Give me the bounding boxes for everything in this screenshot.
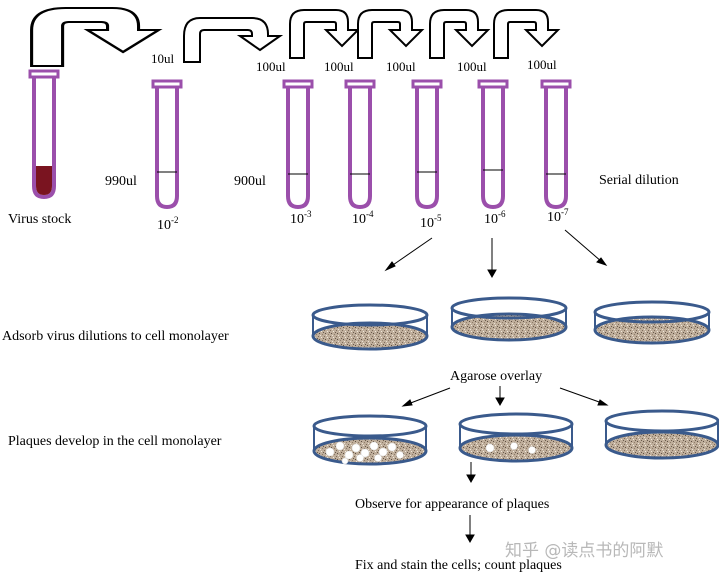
cell-dish-with-plaques — [458, 412, 574, 463]
cell-dish — [311, 303, 429, 351]
volume-label-10ul: 10ul — [151, 51, 175, 66]
cell-dish — [450, 296, 568, 342]
dilution-label: 10-2 — [157, 215, 179, 233]
fix-arrow — [465, 515, 475, 544]
cell-dish — [593, 300, 711, 345]
dilution-label: 10-7 — [547, 207, 569, 225]
dilution-label: 10-3 — [290, 209, 312, 227]
agarose-overlay-label: Agarose overlay — [450, 369, 542, 384]
plaques-develop-label: Plaques develop in the cell monolayer — [8, 434, 222, 449]
transfer-arrow-4-to-5 — [429, 9, 491, 59]
transfer-arrow-1-to-2 — [183, 17, 284, 63]
dilution-factor-labels: 10-2 10-3 10-4 10-5 10-6 10-7 — [157, 207, 569, 233]
dilution-tube-1 — [151, 79, 183, 210]
dilution-tubes — [151, 79, 572, 210]
dilution-tube-6 — [540, 79, 572, 210]
adsorption-dishes — [311, 296, 711, 351]
diluent-label-900ul: 900ul — [234, 174, 266, 189]
volume-label-100ul: 100ul — [527, 57, 557, 72]
transfer-arrow-2-to-3 — [289, 9, 361, 59]
observe-arrow — [466, 462, 476, 484]
dilution-label: 10-5 — [420, 213, 442, 231]
cell-dish-with-plaques — [312, 414, 428, 466]
agarose-arrows — [401, 386, 609, 407]
diluent-label-990ul: 990ul — [105, 174, 137, 189]
dilution-label: 10-4 — [352, 209, 374, 227]
plaque-dishes — [312, 409, 719, 466]
serial-dilution-label: Serial dilution — [599, 173, 679, 188]
watermark: 知乎 @读点书的阿默 — [505, 541, 663, 561]
plaques — [485, 442, 536, 454]
virus-stock-label: Virus stock — [8, 212, 71, 227]
volume-label-100ul: 100ul — [324, 59, 354, 74]
transfer-arrows — [30, 7, 561, 67]
dilution-tube-2 — [282, 79, 314, 210]
cell-dish — [604, 409, 719, 460]
volume-label-100ul: 100ul — [457, 59, 487, 74]
dilution-tube-3 — [344, 79, 376, 210]
tube-to-dish-arrows — [384, 229, 608, 279]
transfer-volume-labels: 10ul 100ul 100ul 100ul 100ul 100ul — [151, 51, 557, 74]
dilution-label: 10-6 — [484, 209, 506, 227]
adsorb-label: Adsorb virus dilutions to cell monolayer — [2, 329, 229, 344]
transfer-arrow-3-to-4 — [357, 9, 425, 59]
dilution-tube-4 — [411, 79, 443, 210]
virus-stock-liquid — [36, 166, 52, 195]
volume-label-100ul: 100ul — [256, 59, 286, 74]
virus-stock-tube — [28, 69, 60, 200]
volume-label-100ul: 100ul — [386, 59, 416, 74]
transfer-arrow-5-to-6 — [493, 9, 561, 59]
observe-label: Observe for appearance of plaques — [355, 497, 549, 512]
fix-stain-label: Fix and stain the cells; count plaques — [355, 558, 562, 573]
transfer-arrow-stock-to-tube1 — [30, 7, 163, 67]
plaques — [325, 441, 404, 465]
dilution-tube-5 — [477, 79, 509, 210]
